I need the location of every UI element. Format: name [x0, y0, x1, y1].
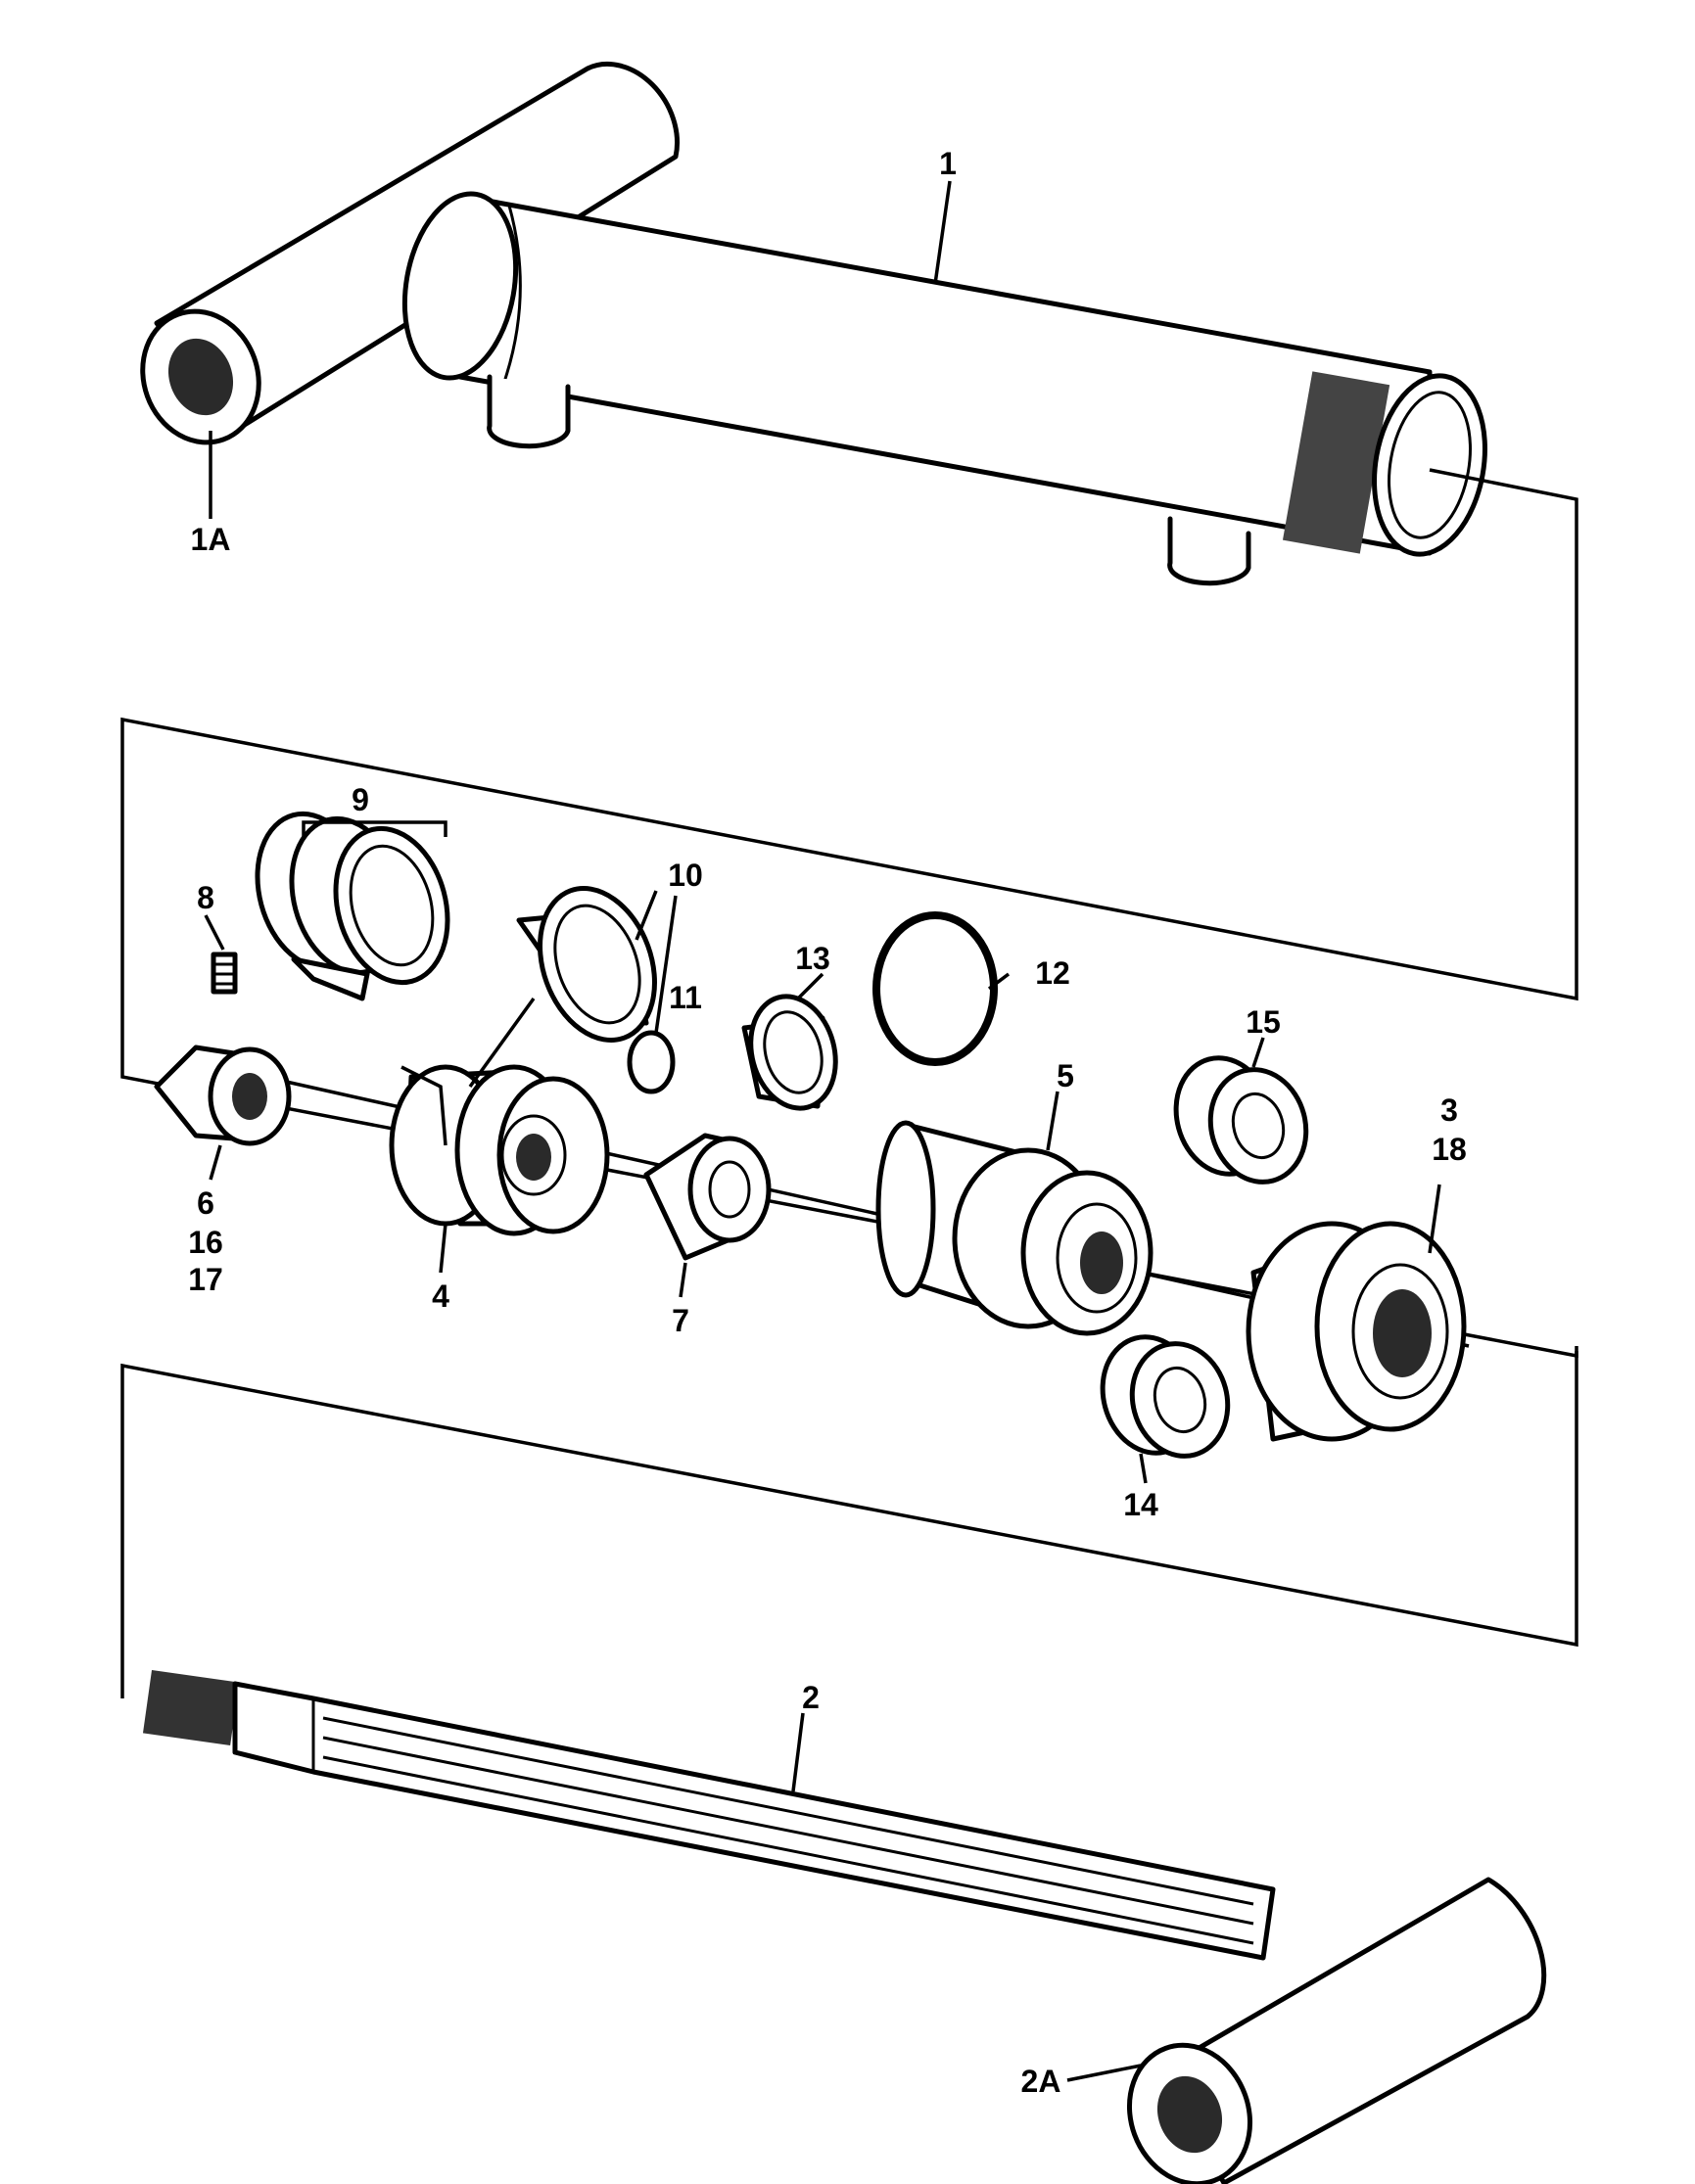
- label-part-6: 6: [197, 1185, 214, 1221]
- label-part-11: 11: [669, 980, 702, 1015]
- label-part-18: 18: [1432, 1132, 1467, 1167]
- label-part-2a: 2A: [1021, 2064, 1061, 2099]
- piston-rings-part-9: [255, 811, 450, 1001]
- spacer-part-7: [643, 1133, 772, 1261]
- label-part-17: 17: [188, 1262, 223, 1297]
- assembly-frame-lower: [120, 1351, 1578, 1698]
- label-part-9: 9: [352, 782, 369, 817]
- retainer-part-3: [1246, 1221, 1467, 1442]
- o-ring-part-11: [627, 1030, 676, 1094]
- piston-rod-part-2: [142, 1670, 1547, 2184]
- label-part-15: 15: [1246, 1004, 1281, 1040]
- wear-ring-part-10: [516, 886, 657, 1043]
- label-part-4: 4: [432, 1278, 449, 1314]
- label-part-3: 3: [1440, 1092, 1458, 1128]
- label-part-13: 13: [795, 941, 830, 976]
- wiper-part-14: [1100, 1334, 1231, 1459]
- label-part-1a: 1A: [191, 522, 231, 557]
- label-part-10: 10: [668, 858, 703, 893]
- bushing-part-13: [741, 994, 838, 1111]
- piston-part-4: [389, 1064, 610, 1236]
- seal-part-15: [1173, 1055, 1309, 1185]
- gland-part-5: [875, 1120, 1154, 1336]
- callout-labels: 1 1A 9 10 8 13 12 11 15 5 3 18 6 16 17 4…: [188, 146, 1467, 2099]
- leader-lines: [204, 180, 1441, 2082]
- label-part-2: 2: [802, 1680, 820, 1715]
- label-part-1: 1: [939, 146, 957, 181]
- label-part-14: 14: [1123, 1487, 1158, 1522]
- set-screw-part-8: [211, 952, 238, 995]
- nut-part-6: [154, 1045, 292, 1146]
- label-part-7: 7: [672, 1303, 689, 1338]
- label-part-16: 16: [188, 1225, 223, 1260]
- o-ring-part-12: [872, 911, 998, 1066]
- label-part-12: 12: [1035, 955, 1070, 991]
- cylinder-barrel-part-1: [140, 61, 1487, 586]
- label-part-8: 8: [197, 880, 214, 915]
- label-part-5: 5: [1057, 1058, 1074, 1093]
